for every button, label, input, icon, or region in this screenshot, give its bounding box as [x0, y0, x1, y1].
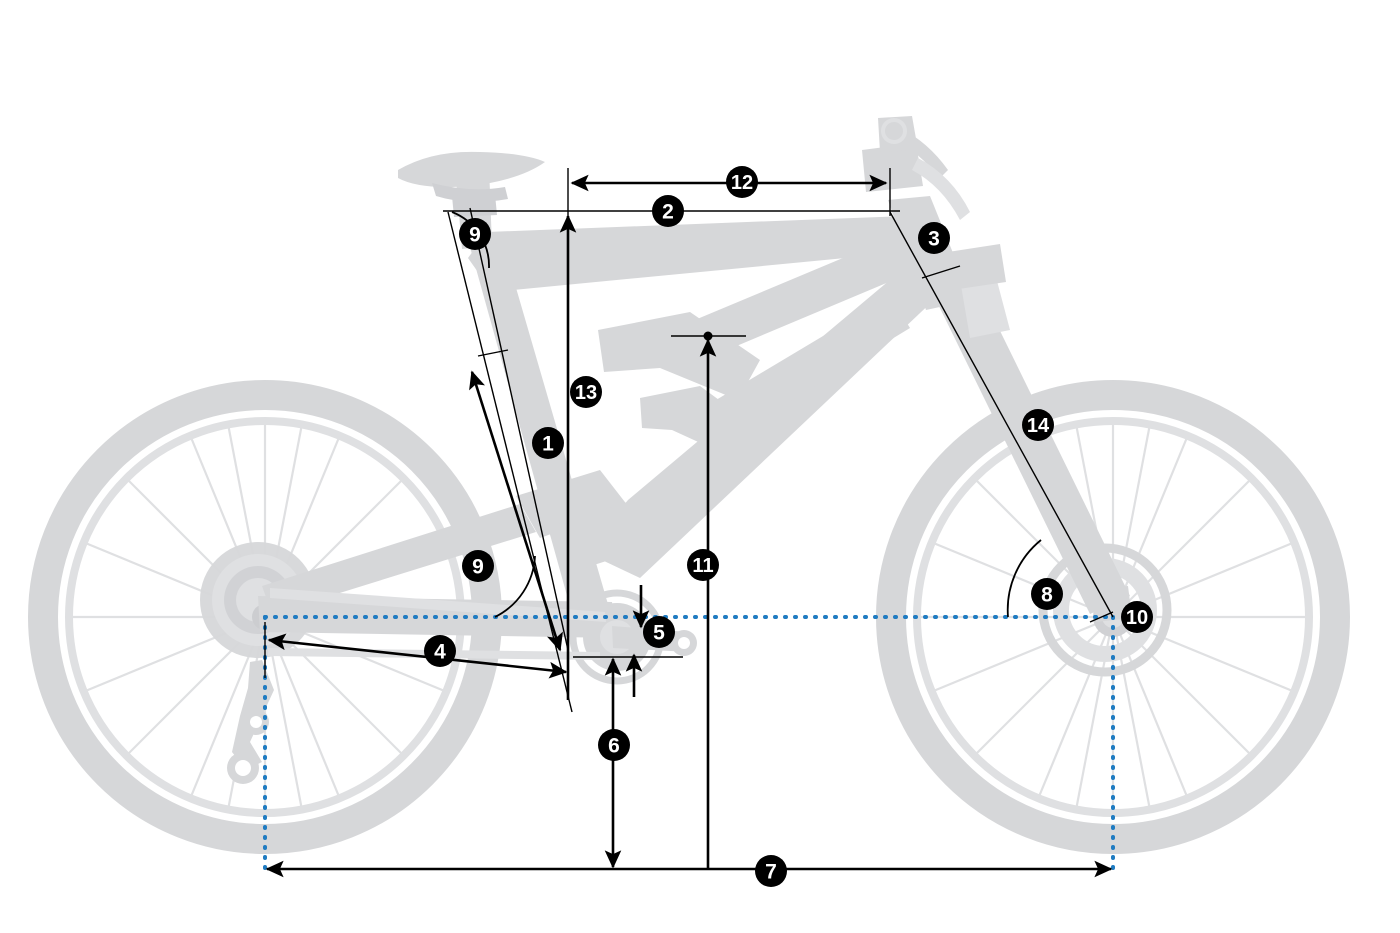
seat-tube-upper-tick: [477, 349, 509, 357]
callout-label: 11: [692, 555, 713, 577]
callout-label: 1: [542, 433, 554, 456]
front-axle-tick: [1089, 611, 1114, 623]
head-tube-axis-line: [889, 211, 1114, 618]
callout-label: 8: [1041, 584, 1053, 607]
callout-label: 2: [662, 201, 674, 224]
callout-marker-4[interactable]: 4: [424, 635, 456, 667]
bike-silhouette: [28, 116, 1350, 854]
callout-marker-10[interactable]: 10: [1121, 601, 1153, 633]
callout-marker-11[interactable]: 11: [687, 549, 719, 581]
callout-label: 10: [1126, 607, 1148, 629]
callout-marker-2[interactable]: 2: [652, 195, 684, 227]
callout-circle: [570, 376, 602, 408]
frame-graphic: [258, 116, 1132, 685]
callout-circle: [1022, 409, 1054, 441]
callout-label: 9: [472, 556, 484, 579]
callout-marker-5[interactable]: 5: [643, 616, 675, 648]
callout-circle: [1121, 601, 1153, 633]
callout-label: 9: [469, 224, 481, 247]
callout-marker-8[interactable]: 8: [1031, 578, 1063, 610]
callout-marker-1[interactable]: 1: [532, 427, 564, 459]
standover-top-point: [703, 331, 713, 341]
callout-circle: [687, 549, 719, 581]
callout-circle: [643, 616, 675, 648]
callout-marker-13[interactable]: 13: [570, 376, 602, 408]
callout-label: 12: [731, 172, 753, 194]
head-tube-tick: [921, 265, 961, 279]
callout-marker-6[interactable]: 6: [598, 729, 630, 761]
callout-circle: [459, 218, 491, 250]
callout-label: 3: [928, 228, 940, 251]
callout-circle: [918, 222, 950, 254]
callout-circle: [532, 427, 564, 459]
callout-circle: [424, 635, 456, 667]
callout-circle: [652, 195, 684, 227]
callout-marker-9[interactable]: 9: [459, 218, 491, 250]
callout-label: 7: [765, 861, 777, 884]
callout-circle: [755, 855, 787, 887]
callout-label: 13: [575, 382, 597, 404]
dim-arrow-chainstay: [267, 633, 568, 679]
callout-marker-12[interactable]: 12: [726, 166, 758, 198]
callout-label: 5: [653, 622, 665, 645]
callout-circle: [1031, 578, 1063, 610]
callout-label: 14: [1027, 415, 1050, 437]
head-angle-arc: [1006, 539, 1042, 618]
callout-circle: [726, 166, 758, 198]
dim-arrow-seat-tube-length: [469, 370, 563, 652]
callout-marker-9[interactable]: 9: [462, 550, 494, 582]
callout-marker-3[interactable]: 3: [918, 222, 950, 254]
callout-label: 6: [608, 735, 620, 758]
callout-circle: [598, 729, 630, 761]
callout-circle: [462, 550, 494, 582]
callout-label: 4: [434, 641, 446, 664]
callout-marker-7[interactable]: 7: [755, 855, 787, 887]
callout-marker-14[interactable]: 14: [1022, 409, 1054, 441]
